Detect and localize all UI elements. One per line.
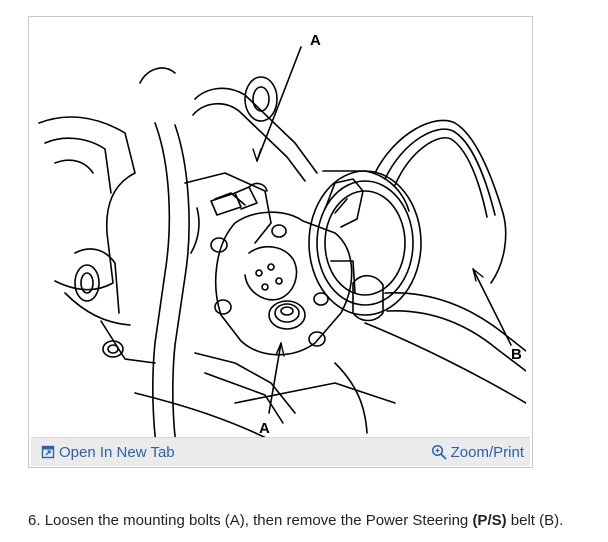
engine-line-drawing: A A B <box>38 32 526 453</box>
magnifier-icon <box>431 444 447 460</box>
callout-a-bottom: A <box>259 420 270 437</box>
zoom-print-label: Zoom/Print <box>450 443 524 461</box>
callout-b: B <box>511 346 522 363</box>
callout-a-top: A <box>310 32 321 49</box>
step-instruction: 6. Loosen the mounting bolts (A), then r… <box>28 512 563 529</box>
open-in-new-tab-icon <box>41 445 55 459</box>
step-text-before: Loosen the mounting bolts (A), then remo… <box>44 512 473 529</box>
image-toolbar: Open In New Tab Zoom/Print <box>31 437 530 466</box>
open-in-new-tab-button[interactable]: Open In New Tab <box>41 442 175 462</box>
step-number: 6. <box>28 512 41 529</box>
step-text-after: belt (B). <box>506 512 564 529</box>
zoom-print-button[interactable]: Zoom/Print <box>431 442 524 462</box>
step-text-bold: (P/S) <box>472 512 507 529</box>
power-steering-diagram: A A B <box>35 23 526 453</box>
open-in-new-tab-label: Open In New Tab <box>59 443 175 461</box>
diagram-frame: A A B Open In New Tab Zoom/Print <box>28 16 533 468</box>
